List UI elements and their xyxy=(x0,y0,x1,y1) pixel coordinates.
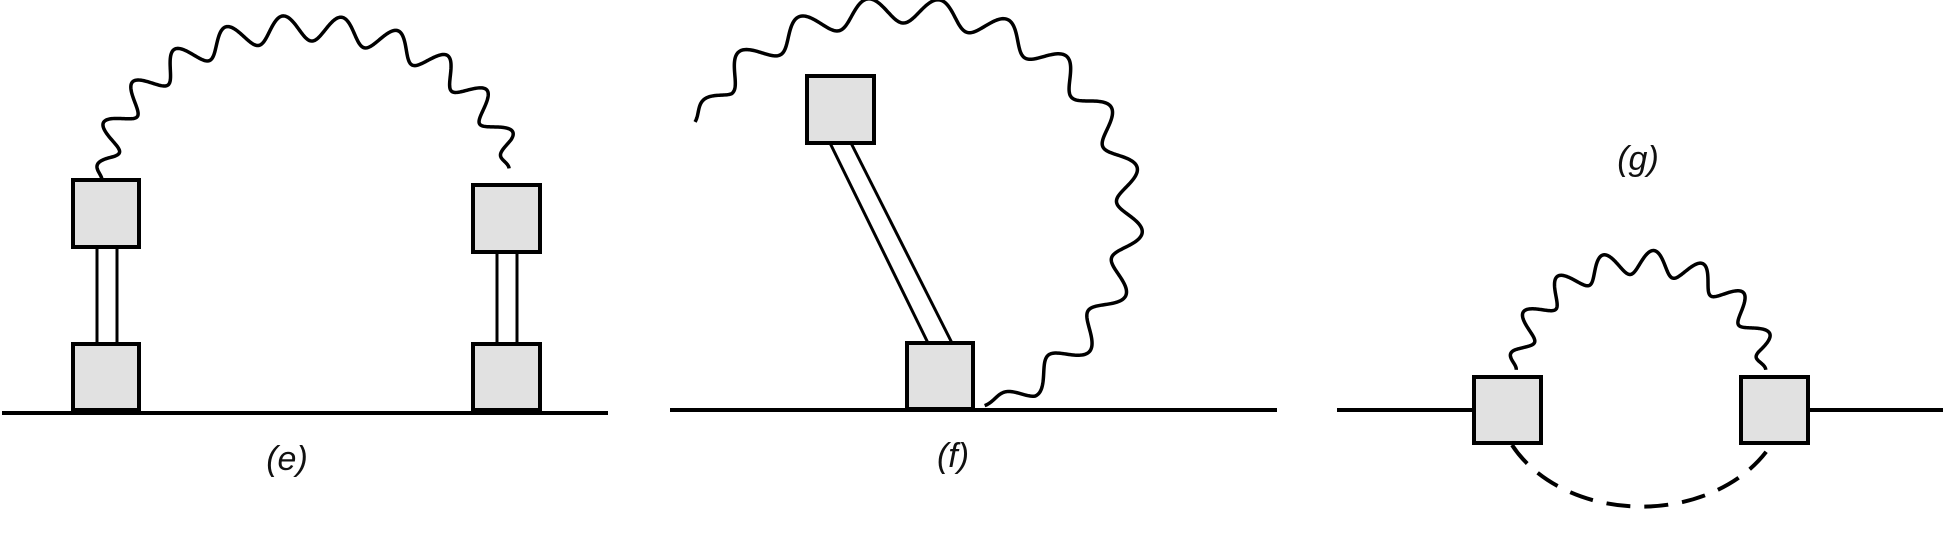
diagram-label-e: (e) xyxy=(266,440,308,478)
photon-line-e xyxy=(95,14,515,181)
photon-line-f xyxy=(693,0,1145,408)
dashed-scalar-line-g xyxy=(1510,443,1773,509)
vertex-g-right xyxy=(1739,375,1810,445)
vertex-e-top-left xyxy=(71,178,141,249)
vertex-e-bottom-right xyxy=(471,342,542,412)
photon-line-g xyxy=(1508,248,1772,370)
diagram-e xyxy=(2,14,608,415)
double-line-f-b xyxy=(849,142,954,344)
vertex-f-upper xyxy=(805,74,876,145)
diagram-label-g: (g) xyxy=(1617,140,1659,178)
vertex-e-top-right xyxy=(471,183,542,254)
double-line-f-a xyxy=(828,142,930,344)
diagram-g xyxy=(1337,248,1943,509)
vertex-f-lower xyxy=(905,341,975,411)
diagram-label-f: (f) xyxy=(936,437,970,475)
diagram-f xyxy=(670,0,1277,412)
vertex-e-bottom-left xyxy=(71,342,141,412)
vertex-g-left xyxy=(1472,375,1543,445)
